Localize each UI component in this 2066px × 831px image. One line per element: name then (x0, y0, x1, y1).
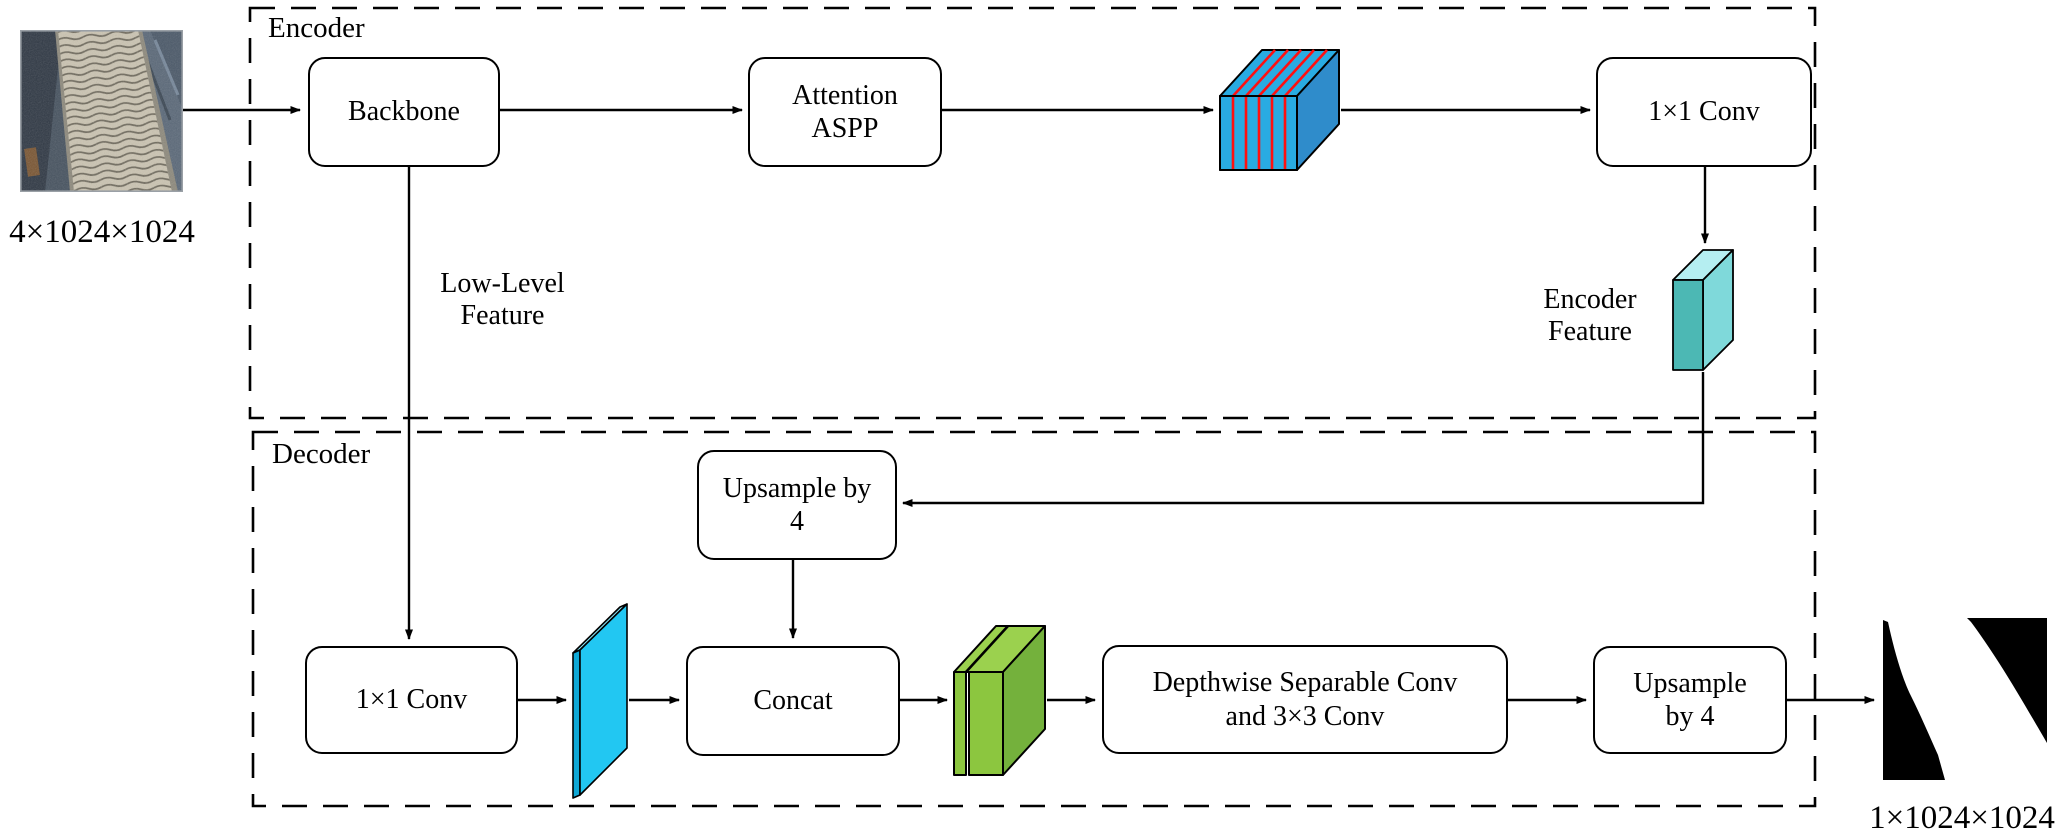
decoder-conv1x1-box: 1×1 Conv (305, 646, 518, 754)
upsample-by-4-mid-box: Upsample by 4 (697, 450, 897, 560)
aspp-feature-block (1219, 49, 1340, 171)
encoder-feature-block (1672, 249, 1734, 371)
attention-aspp-box: Attention ASPP (748, 57, 942, 167)
upsample-by-4-out-box: Upsample by 4 (1593, 646, 1787, 754)
aspp-block-dividers (1231, 49, 1328, 170)
concat-block-front-slab1 (953, 671, 967, 776)
output-dimension-label: 1×1024×1024 (1869, 800, 2055, 831)
low-level-feature-plate (572, 603, 628, 799)
backbone-box: Backbone (308, 57, 500, 167)
input-image (20, 30, 183, 192)
encoder-feature-front-face (1672, 279, 1704, 371)
encoder-conv1x1-box: 1×1 Conv (1596, 57, 1812, 167)
concat-block-divider (965, 625, 1009, 673)
concat-block-front-slab2 (968, 671, 1004, 776)
depthwise-conv-box: Depthwise Separable Conv and 3×3 Conv (1102, 645, 1508, 754)
plate-front-face (579, 603, 628, 796)
concat-feature-block (953, 625, 1046, 776)
connectors (183, 106, 1875, 704)
connector-encoder-feature-to-upsample (902, 372, 1705, 507)
encoder-feature-label: Encoder Feature (1543, 284, 1637, 347)
concat-box: Concat (686, 646, 900, 756)
low-level-feature-label: Low-Level Feature (440, 268, 565, 331)
decoder-region-title: Decoder (272, 438, 371, 470)
input-dimension-label: 4×1024×1024 (9, 214, 195, 250)
plate-side-edge (572, 649, 581, 799)
decoder-region-border (251, 430, 1817, 808)
encoder-region-title: Encoder (268, 12, 365, 44)
output-mask-image (1883, 618, 2047, 780)
encoder-region-border (248, 6, 1817, 420)
